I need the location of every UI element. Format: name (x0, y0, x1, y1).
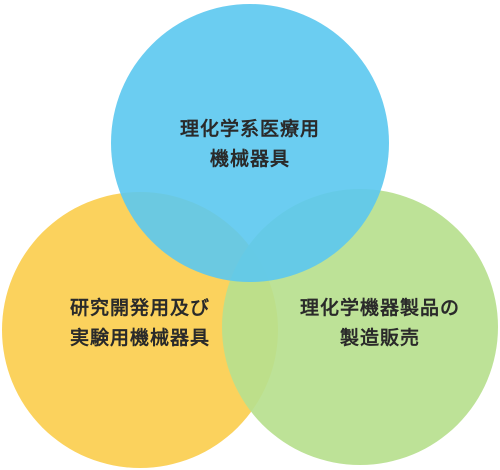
label-medical-equipment-line-2: 機械器具 (209, 148, 290, 170)
label-research-equipment-line-2: 実験用機械器具 (69, 327, 210, 349)
label-medical-equipment-line-1: 理化学系医療用 (179, 118, 320, 140)
label-manufacturing-sales: 理化学機器製品の 製造販売 (262, 293, 498, 353)
label-manufacturing-sales-line-1: 理化学機器製品の (299, 297, 460, 319)
label-manufacturing-sales-line-2: 製造販売 (339, 327, 420, 349)
label-medical-equipment: 理化学系医療用 機械器具 (140, 114, 360, 174)
label-research-equipment: 研究開発用及び 実験用機械器具 (20, 293, 260, 353)
circle-medical-equipment (111, 4, 389, 282)
label-research-equipment-line-1: 研究開発用及び (69, 297, 210, 319)
